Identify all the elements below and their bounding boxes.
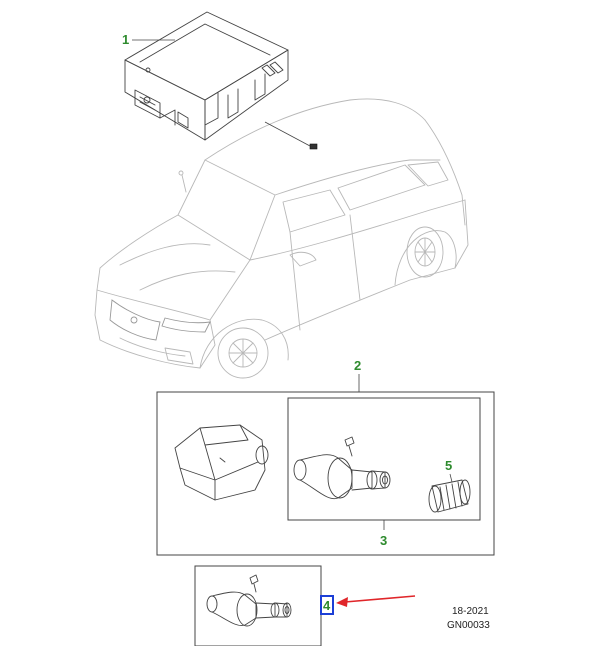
reference-year: 18-2021 xyxy=(452,606,489,617)
valve-cap xyxy=(428,479,471,513)
highlight-arrow xyxy=(336,595,416,607)
vehicle-outline xyxy=(94,98,469,379)
valve-stem-sensor xyxy=(293,436,391,500)
tpms-control-module xyxy=(124,11,289,141)
module-location-marker xyxy=(309,143,318,150)
callout-5[interactable]: 5 xyxy=(445,458,452,473)
callout-1[interactable]: 1 xyxy=(122,32,129,47)
assembly-frame-4 xyxy=(194,565,322,646)
callout-2[interactable]: 2 xyxy=(354,358,361,373)
callout-3[interactable]: 3 xyxy=(380,533,387,548)
callout-4-highlight xyxy=(320,595,334,615)
callout-4[interactable]: 4 xyxy=(323,598,331,613)
reference-code: GN00033 xyxy=(447,620,490,631)
valve-stem-sensor-service xyxy=(206,574,292,627)
tpms-sensor-housing xyxy=(174,424,269,501)
assembly-frame-2 xyxy=(156,391,495,556)
